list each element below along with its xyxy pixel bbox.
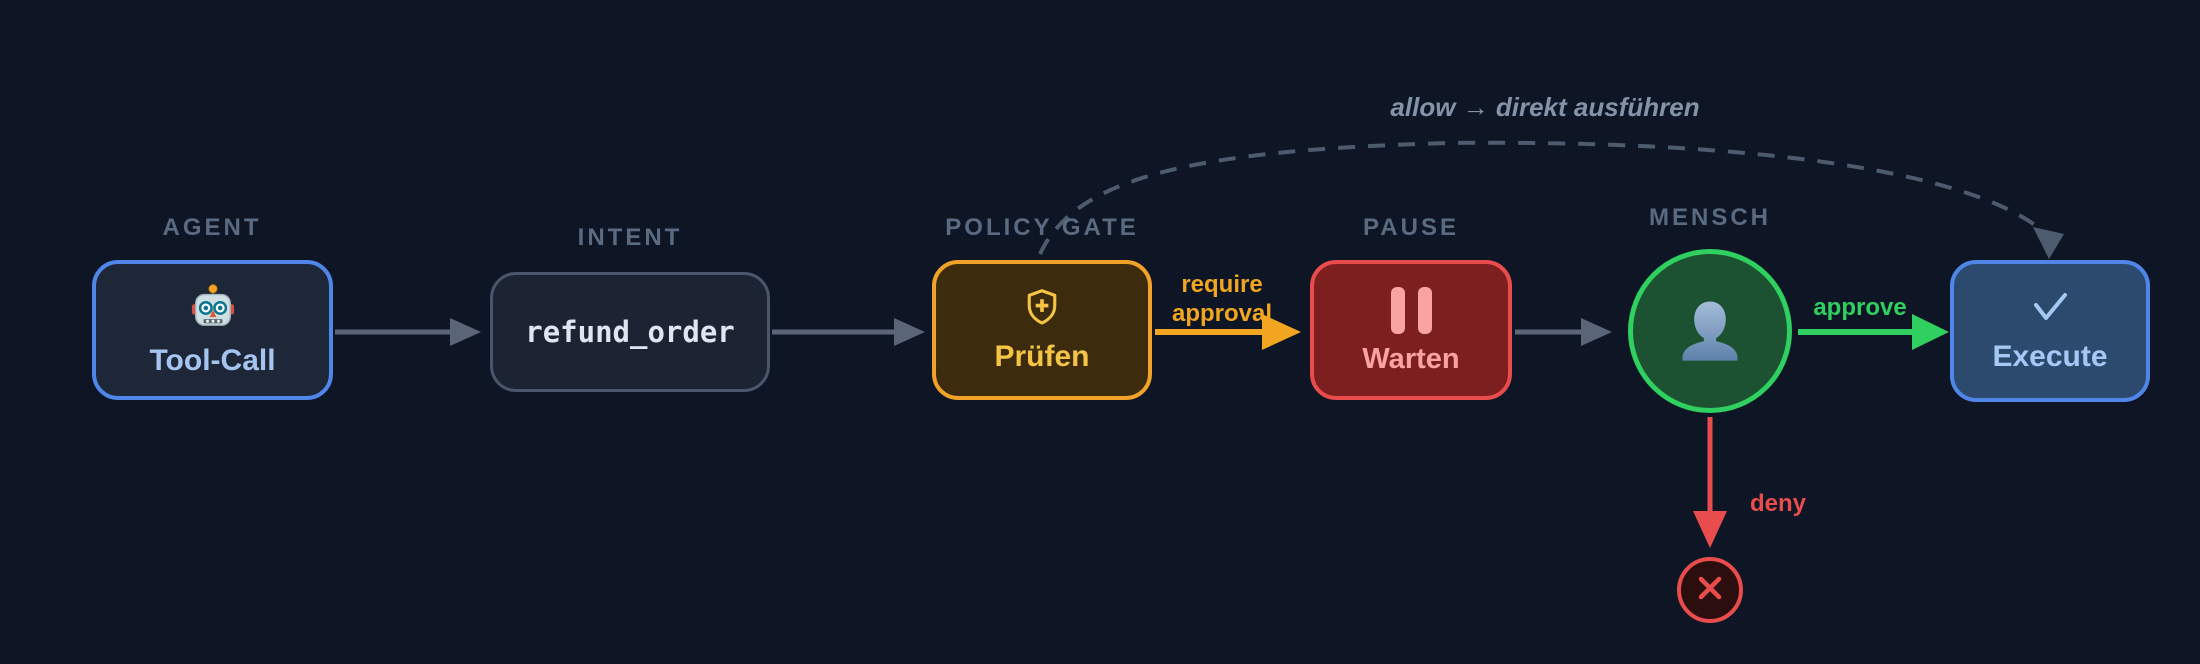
agent-category-label: AGENT [162, 214, 262, 241]
person-icon [1666, 285, 1754, 378]
edge-policy-to-pause [1155, 314, 1301, 350]
pause-node-title: Warten [1362, 342, 1460, 375]
edge-mensch-to-denied [1693, 417, 1727, 548]
pause-category-label: PAUSE [1363, 214, 1459, 241]
agent-node: Tool-Call [92, 260, 333, 400]
intent-node-title: refund_order [525, 314, 735, 349]
mensch-category-label: MENSCH [1648, 204, 1771, 231]
check-icon [2028, 291, 2072, 328]
intent-node: refund_order [490, 272, 770, 392]
edge-agent-to-intent [335, 318, 481, 346]
cross-icon [1695, 573, 1725, 608]
mensch-node [1628, 249, 1792, 413]
intent-category-label: INTENT [577, 224, 683, 251]
edge-intent-to-policy [772, 318, 925, 346]
execute-node-title: Execute [1992, 339, 2108, 373]
robot-icon [190, 284, 236, 335]
require-approval-edge-label: require approval [1171, 271, 1273, 327]
edge-policy-to-execute-dashed [1038, 140, 2064, 259]
denied-node [1677, 557, 1743, 623]
shield-plus-icon [1025, 288, 1059, 331]
approve-edge-label: approve [1813, 294, 1907, 321]
policy-gate-node: Prüfen [932, 260, 1152, 400]
policy-gate-node-title: Prüfen [994, 340, 1090, 373]
deny-edge-label: deny [1749, 490, 1806, 517]
pause-node: Warten [1310, 260, 1512, 400]
agent-node-title: Tool-Call [149, 344, 276, 377]
edge-mensch-to-execute [1798, 314, 1949, 350]
policy-gate-category-label: POLICY GATE [945, 214, 1139, 241]
pause-icon [1390, 286, 1432, 334]
execute-node: Execute [1950, 260, 2150, 402]
allow-edge-label: allow → direkt ausführen [1390, 92, 1700, 122]
edge-pause-to-mensch [1515, 318, 1612, 346]
